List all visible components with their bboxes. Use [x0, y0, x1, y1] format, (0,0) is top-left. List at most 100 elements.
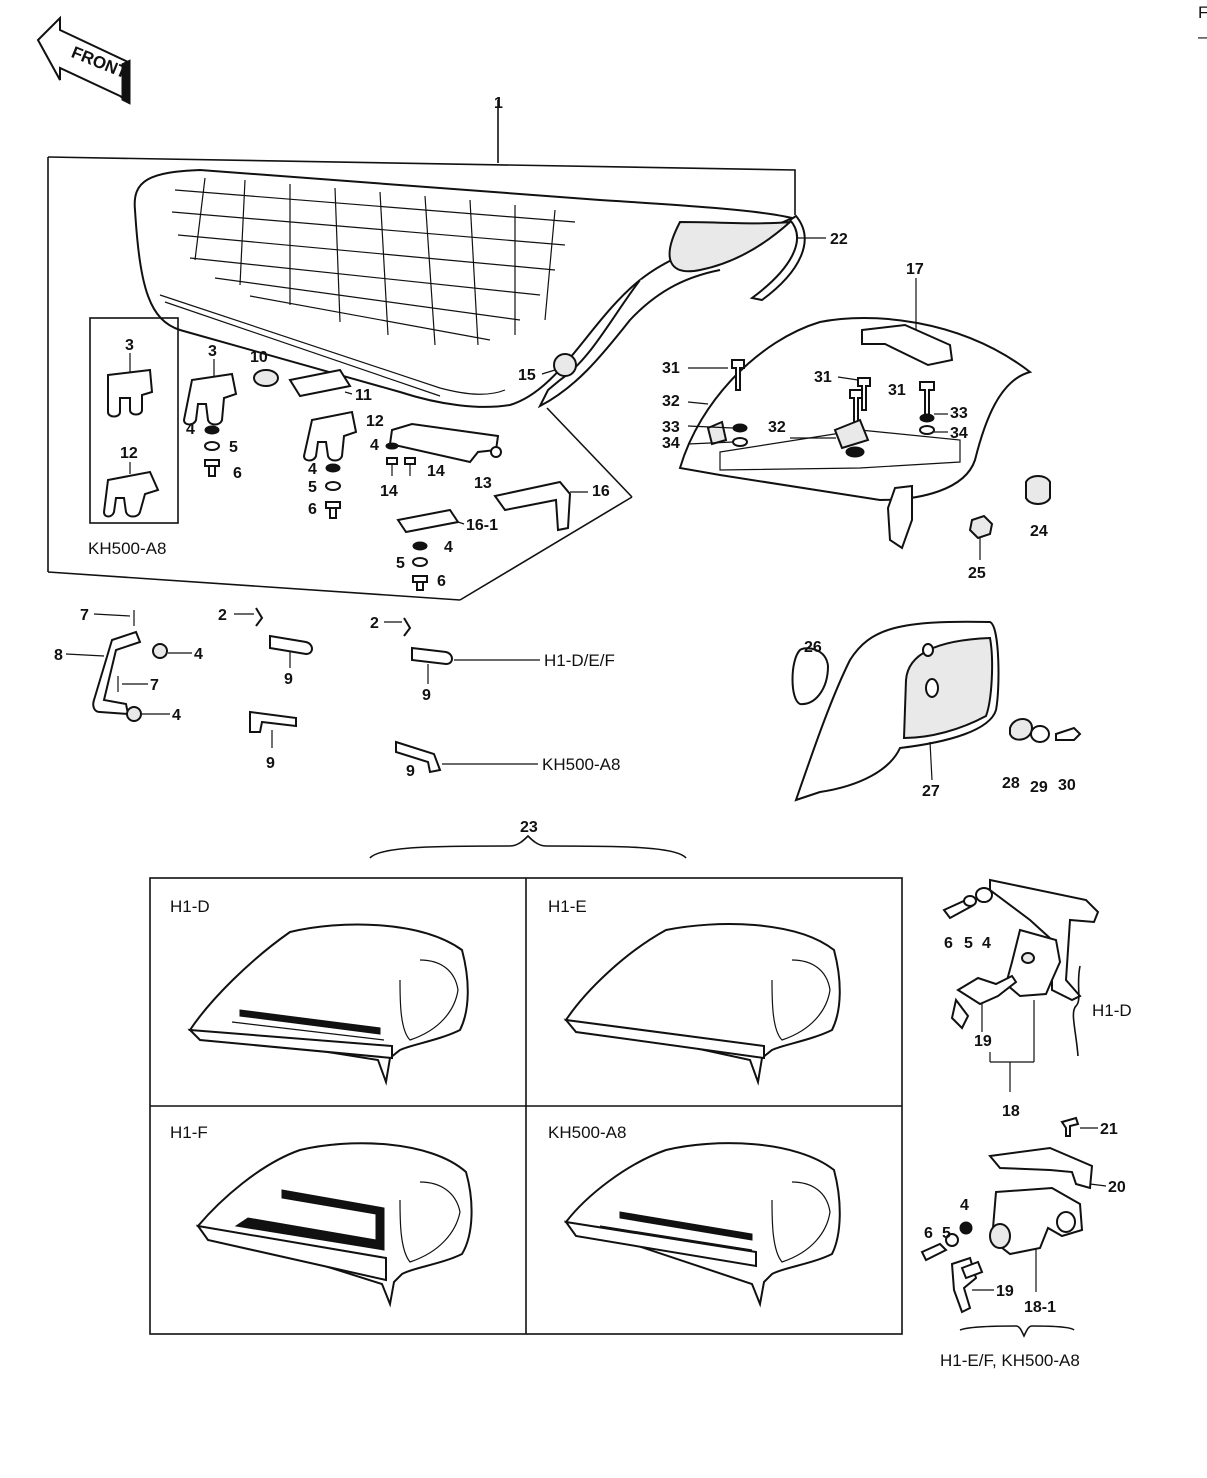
- callout-16: 16: [592, 483, 610, 500]
- callout-31-b: 31: [814, 369, 832, 386]
- callout-15: 15: [518, 367, 536, 384]
- fastener-stack-c: [412, 541, 428, 591]
- callout-5-c: 5: [396, 555, 405, 572]
- variant-panel-h1-f: H1-F: [170, 1123, 473, 1308]
- callout-17: 17: [906, 261, 924, 278]
- callout-13: 13: [474, 475, 492, 492]
- callout-4-b: 4: [370, 437, 379, 454]
- callout-4-g: 4: [982, 935, 991, 952]
- callout-3: 3: [208, 343, 217, 360]
- callout-14-a: 14: [380, 483, 398, 500]
- variant-panel-kh500-a8: KH500-A8: [548, 1123, 841, 1308]
- damper-icon: [253, 369, 279, 387]
- callout-26: 26: [804, 639, 822, 656]
- brace-23: [369, 834, 687, 859]
- corner-mark-top: F: [1198, 3, 1207, 22]
- callout-9-c: 9: [266, 755, 275, 772]
- callout-16-1: 16-1: [466, 517, 498, 534]
- callout-4-e: 4: [194, 646, 203, 663]
- callout-2-b: 2: [370, 615, 379, 632]
- callout-7-a: 7: [80, 607, 89, 624]
- pin-9d-icon: [395, 740, 442, 774]
- variant-panel-h1-e: H1-E: [548, 897, 841, 1086]
- seat-icon: [133, 168, 806, 409]
- bracket-16-icon: [493, 480, 572, 532]
- callout-12-kh500: 12: [120, 445, 138, 462]
- grommet-icon: [1025, 475, 1051, 505]
- callout-6-e: 6: [924, 1225, 933, 1242]
- clip-2b-icon: [403, 617, 412, 637]
- key-icon: [950, 974, 1018, 1030]
- callout-18-1: 18-1: [1024, 1299, 1056, 1316]
- callout-32-a: 32: [662, 393, 680, 410]
- pin-9c-icon: [249, 710, 297, 733]
- key-alt-icon: [950, 1256, 984, 1314]
- callout-24: 24: [1030, 523, 1048, 540]
- grab-handle-icon: [92, 610, 168, 722]
- callout-25: 25: [968, 565, 986, 582]
- brace-h1d: [1072, 965, 1081, 1057]
- callout-23: 23: [520, 819, 538, 836]
- callout-6-a: 6: [233, 465, 242, 482]
- variant-label-kh500-a8: KH500-A8: [548, 1123, 626, 1142]
- callout-5-e: 5: [942, 1225, 951, 1242]
- seat-hinge-icon: [182, 372, 238, 426]
- screw-21-icon: [1060, 1116, 1080, 1137]
- tail-fastener-right: [919, 381, 935, 435]
- callout-28: 28: [1002, 775, 1020, 792]
- pin-9b-icon: [411, 646, 453, 666]
- callout-6-b: 6: [308, 501, 317, 518]
- variant-label-h1-d: H1-D: [170, 897, 210, 916]
- callout-34-a: 34: [662, 435, 680, 452]
- brace-h1ef: [959, 1325, 1075, 1338]
- callout-31-a: 31: [662, 360, 680, 377]
- callout-10: 10: [250, 349, 268, 366]
- callout-31-c: 31: [888, 382, 906, 399]
- pin-9-icon: [269, 634, 313, 656]
- variant-grid: [149, 877, 903, 1335]
- plate-icon: [288, 368, 352, 398]
- callout-22: 22: [830, 231, 848, 248]
- callout-33-a: 33: [662, 419, 680, 436]
- callout-2-a: 2: [218, 607, 227, 624]
- callout-9-a: 9: [284, 671, 293, 688]
- callout-7-b: 7: [150, 677, 159, 694]
- model-label-h1d-lock: H1-D: [1092, 1001, 1132, 1020]
- callout-33-b: 33: [950, 405, 968, 422]
- hinge-bracket-icon: [302, 410, 502, 464]
- fastener-stack-a: [204, 425, 220, 477]
- callout-4-d: 4: [444, 539, 453, 556]
- nut-icon: [968, 514, 994, 540]
- callout-6-d: 6: [944, 935, 953, 952]
- clip-2-icon: [255, 607, 264, 627]
- callout-1: 1: [494, 95, 503, 112]
- callout-4-f: 4: [172, 707, 181, 724]
- model-label-h1-def: H1-D/E/F: [544, 651, 615, 670]
- callout-9-d: 9: [406, 763, 415, 780]
- callout-27: 27: [922, 783, 940, 800]
- variant-panel-h1-d: H1-D: [170, 897, 469, 1086]
- callout-18: 18: [1002, 1103, 1020, 1120]
- callout-14-b: 14: [427, 463, 445, 480]
- seat-lock-alt-icon: [989, 1186, 1084, 1256]
- callout-6-c: 6: [437, 573, 446, 590]
- bracket-20-icon: [988, 1146, 1094, 1190]
- callout-4-h: 4: [960, 1197, 969, 1214]
- variant-label-h1-f: H1-F: [170, 1123, 208, 1142]
- callout-12: 12: [366, 413, 384, 430]
- callout-8: 8: [54, 647, 63, 664]
- variant-label-h1-e: H1-E: [548, 897, 587, 916]
- fastener-stack-b: [325, 463, 341, 519]
- seat-lock-h1d-icon: [942, 878, 1100, 1002]
- tail-fastener-center: [833, 377, 871, 458]
- callout-11: 11: [355, 387, 372, 404]
- tail-light-fasteners: [1009, 718, 1082, 743]
- seat-assembly-frame: [47, 100, 796, 601]
- model-label-kh500-box: KH500-A8: [88, 539, 166, 558]
- callout-9-b: 9: [422, 687, 431, 704]
- model-label-kh500-9: KH500-A8: [542, 755, 620, 774]
- callout-19-b: 19: [996, 1283, 1014, 1300]
- corner-mark-bottom: –: [1198, 27, 1207, 46]
